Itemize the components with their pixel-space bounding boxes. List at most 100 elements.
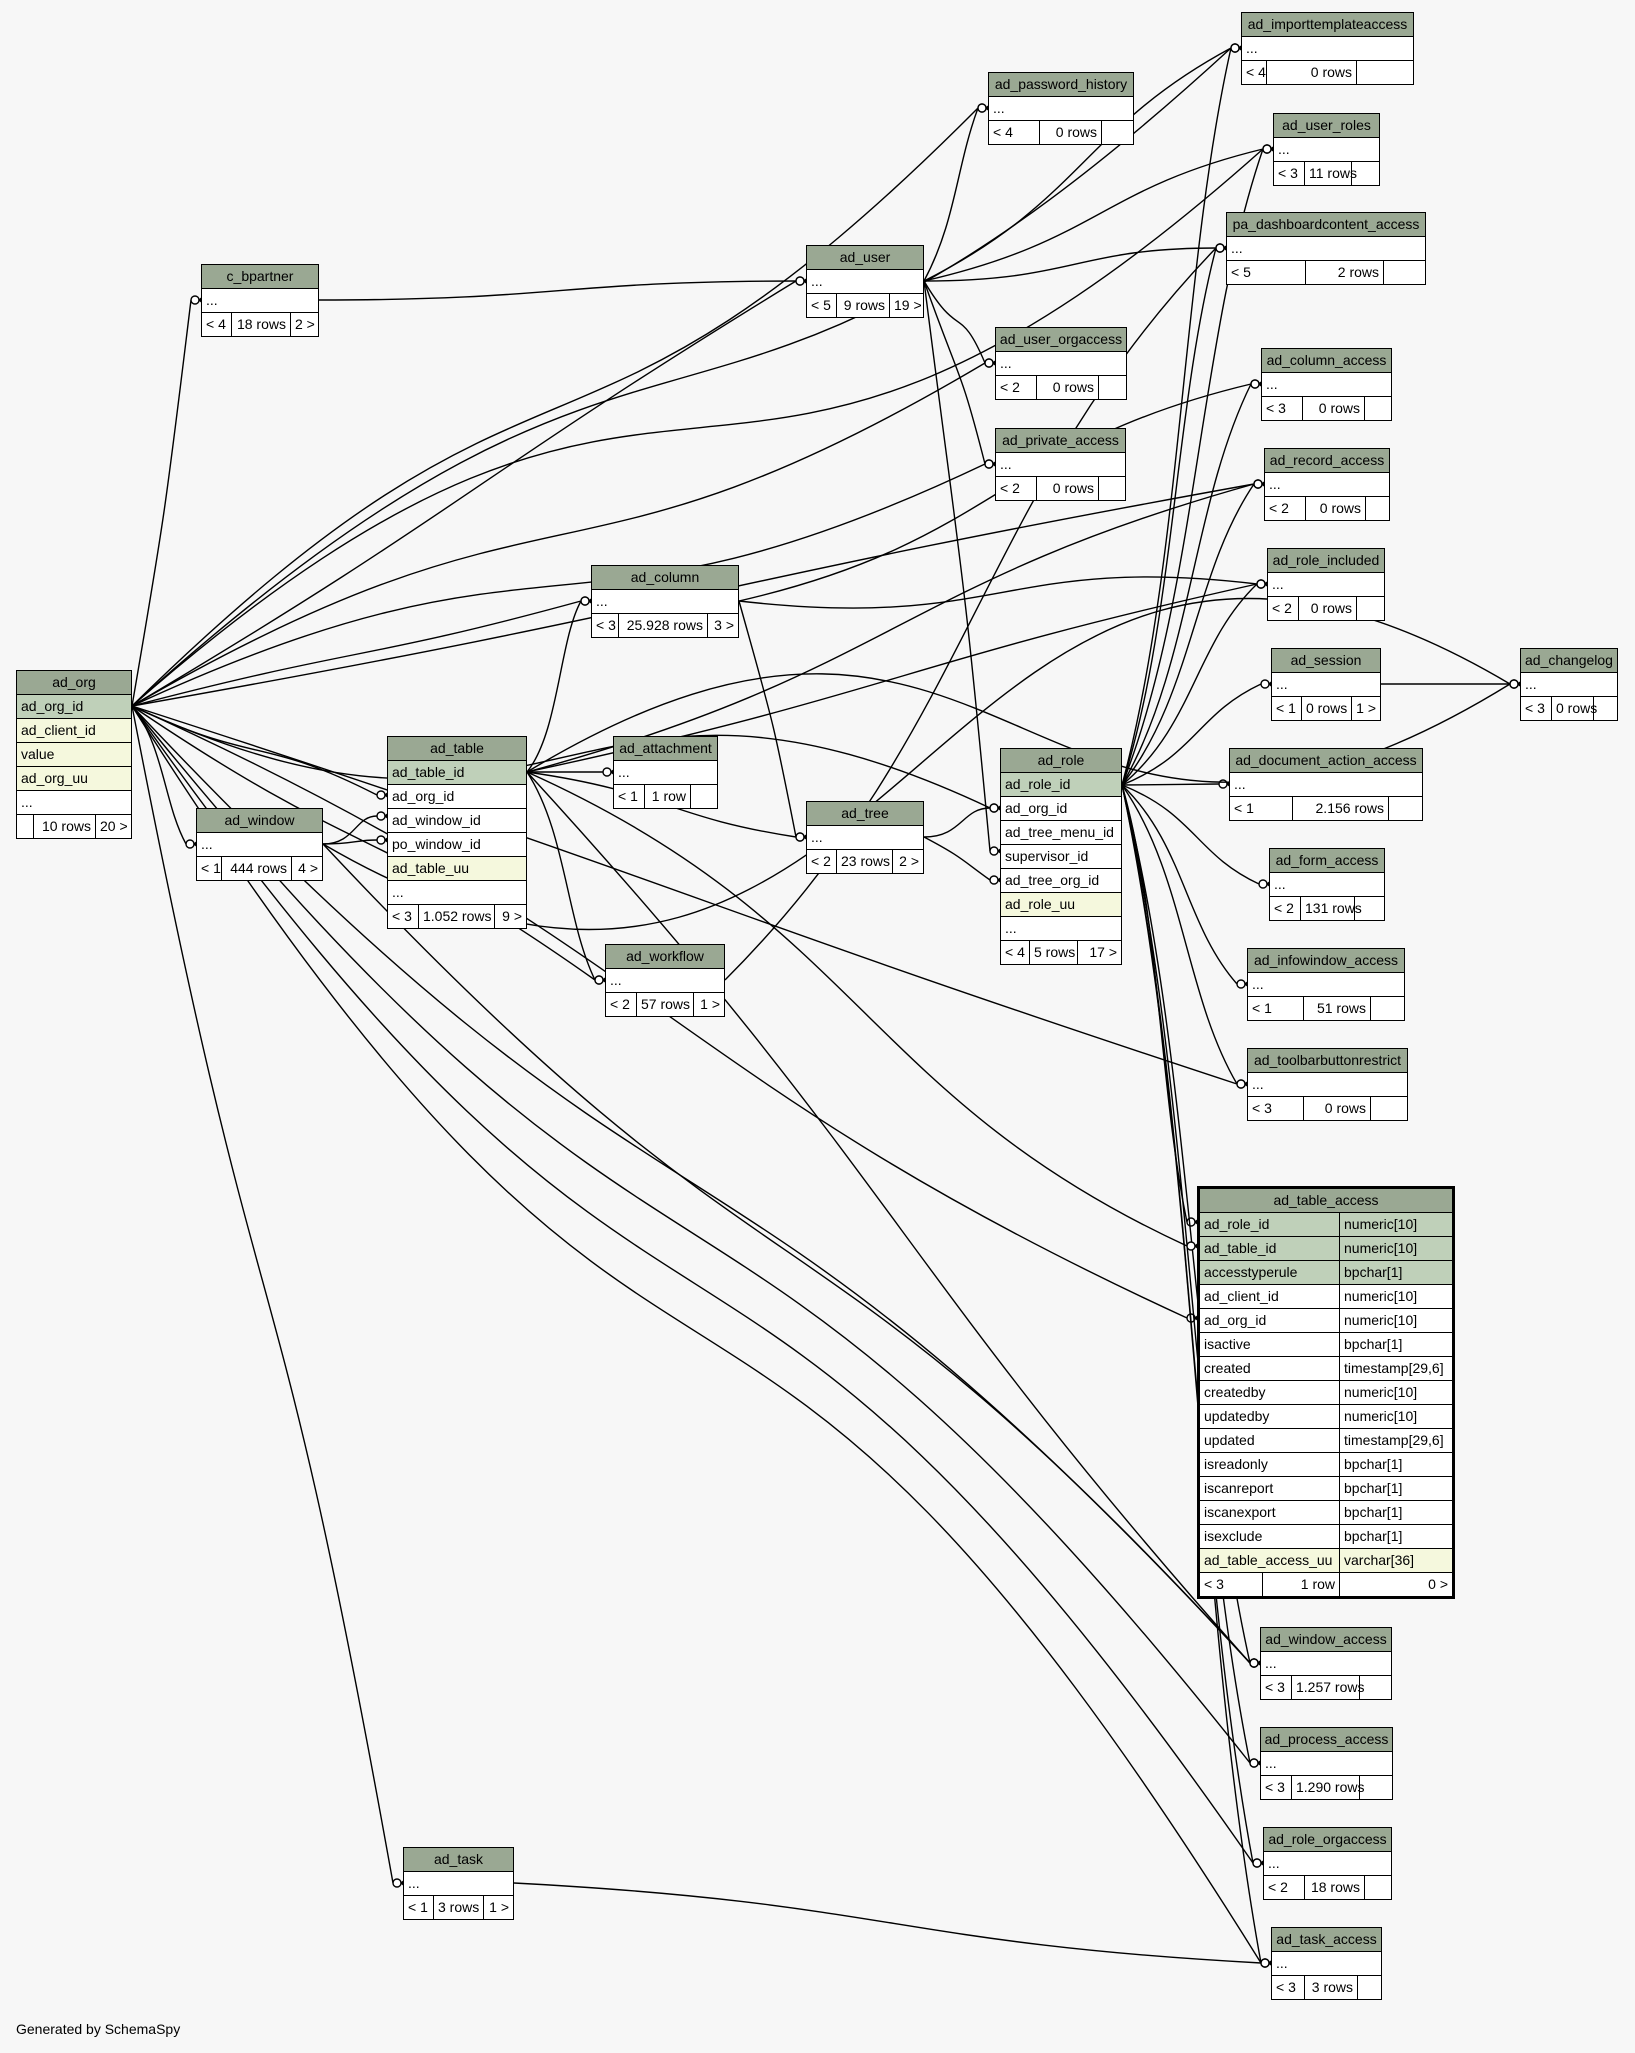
table-header[interactable]: ad_role_included bbox=[1268, 549, 1384, 573]
table-header[interactable]: ad_tree bbox=[807, 802, 923, 826]
more-columns-row[interactable]: ... bbox=[1270, 873, 1384, 897]
more-columns-row[interactable]: ... bbox=[592, 590, 738, 614]
table-header[interactable]: ad_record_access bbox=[1265, 449, 1389, 473]
more-columns-row[interactable]: ... bbox=[17, 791, 131, 815]
table-header[interactable]: ad_infowindow_access bbox=[1248, 949, 1404, 973]
table-header[interactable]: ad_table_access bbox=[1200, 1189, 1452, 1213]
table-header[interactable]: ad_form_access bbox=[1270, 849, 1384, 873]
more-columns-row[interactable]: ... bbox=[202, 289, 318, 313]
more-columns-row[interactable]: ... bbox=[1001, 917, 1121, 941]
table-header[interactable]: ad_column bbox=[592, 566, 738, 590]
more-columns-row[interactable]: ... bbox=[1274, 138, 1379, 162]
more-columns-row[interactable]: ... bbox=[388, 881, 526, 905]
more-columns-row[interactable]: ... bbox=[1227, 237, 1425, 261]
column-row[interactable]: ad_role_uu bbox=[1001, 893, 1121, 917]
table-header[interactable]: ad_user bbox=[807, 246, 923, 270]
table-header[interactable]: pa_dashboardcontent_access bbox=[1227, 213, 1425, 237]
table-header[interactable]: ad_session bbox=[1272, 649, 1380, 673]
table-header[interactable]: ad_process_access bbox=[1261, 1728, 1392, 1752]
table-header[interactable]: ad_user_orgaccess bbox=[996, 328, 1126, 352]
more-columns-row[interactable]: ... bbox=[1261, 1752, 1392, 1776]
table-header[interactable]: ad_window bbox=[197, 809, 322, 833]
table-header[interactable]: ad_role bbox=[1001, 749, 1121, 773]
table-header[interactable]: ad_window_access bbox=[1261, 1628, 1391, 1652]
table-header[interactable]: ad_toolbarbuttonrestrict bbox=[1248, 1049, 1407, 1073]
column-row[interactable]: po_window_id bbox=[388, 833, 526, 857]
more-columns-row[interactable]: ... bbox=[1265, 473, 1389, 497]
more-columns-row[interactable]: ... bbox=[807, 826, 923, 850]
column-row[interactable]: ad_client_id bbox=[17, 719, 131, 743]
more-columns-row[interactable]: ... bbox=[1262, 373, 1391, 397]
more-columns-row[interactable]: ... bbox=[1272, 673, 1380, 697]
table-header[interactable]: ad_table bbox=[388, 737, 526, 761]
more-columns-row[interactable]: ... bbox=[1521, 673, 1617, 697]
column-row[interactable]: ad_table_id bbox=[388, 761, 526, 785]
table-header[interactable]: ad_role_orgaccess bbox=[1264, 1828, 1391, 1852]
column-row[interactable]: ad_table_uu bbox=[388, 857, 526, 881]
column-row[interactable]: ad_org_id bbox=[17, 695, 131, 719]
more-columns-row[interactable]: ... bbox=[1264, 1852, 1391, 1876]
column-row[interactable]: ad_org_uu bbox=[17, 767, 131, 791]
column-row[interactable]: ad_org_id bbox=[1001, 797, 1121, 821]
table-header[interactable]: ad_task_access bbox=[1272, 1928, 1381, 1952]
column-row[interactable]: ad_tree_org_id bbox=[1001, 869, 1121, 893]
more-columns-row[interactable]: ... bbox=[1248, 973, 1404, 997]
table-header[interactable]: ad_private_access bbox=[996, 429, 1125, 453]
more-columns-row[interactable]: ... bbox=[989, 97, 1133, 121]
more-columns-row[interactable]: ... bbox=[1261, 1652, 1391, 1676]
table-header[interactable]: c_bpartner bbox=[202, 265, 318, 289]
more-columns-row[interactable]: ... bbox=[996, 352, 1126, 376]
table-header[interactable]: ad_importtemplateaccess bbox=[1242, 13, 1413, 37]
table-header[interactable]: ad_attachment bbox=[614, 737, 717, 761]
more-columns-row[interactable]: ... bbox=[1272, 1952, 1381, 1976]
column-row[interactable]: ad_org_id bbox=[388, 785, 526, 809]
more-columns-row[interactable]: ... bbox=[1230, 773, 1422, 797]
table-header[interactable]: ad_changelog bbox=[1521, 649, 1617, 673]
more-columns-row[interactable]: ... bbox=[996, 453, 1125, 477]
column-row[interactable]: supervisor_id bbox=[1001, 845, 1121, 869]
column-row[interactable]: ad_tree_menu_id bbox=[1001, 821, 1121, 845]
table-header[interactable]: ad_org bbox=[17, 671, 131, 695]
more-columns-row[interactable]: ... bbox=[1248, 1073, 1407, 1097]
table-header[interactable]: ad_password_history bbox=[989, 73, 1133, 97]
more-columns-row[interactable]: ... bbox=[606, 969, 724, 993]
